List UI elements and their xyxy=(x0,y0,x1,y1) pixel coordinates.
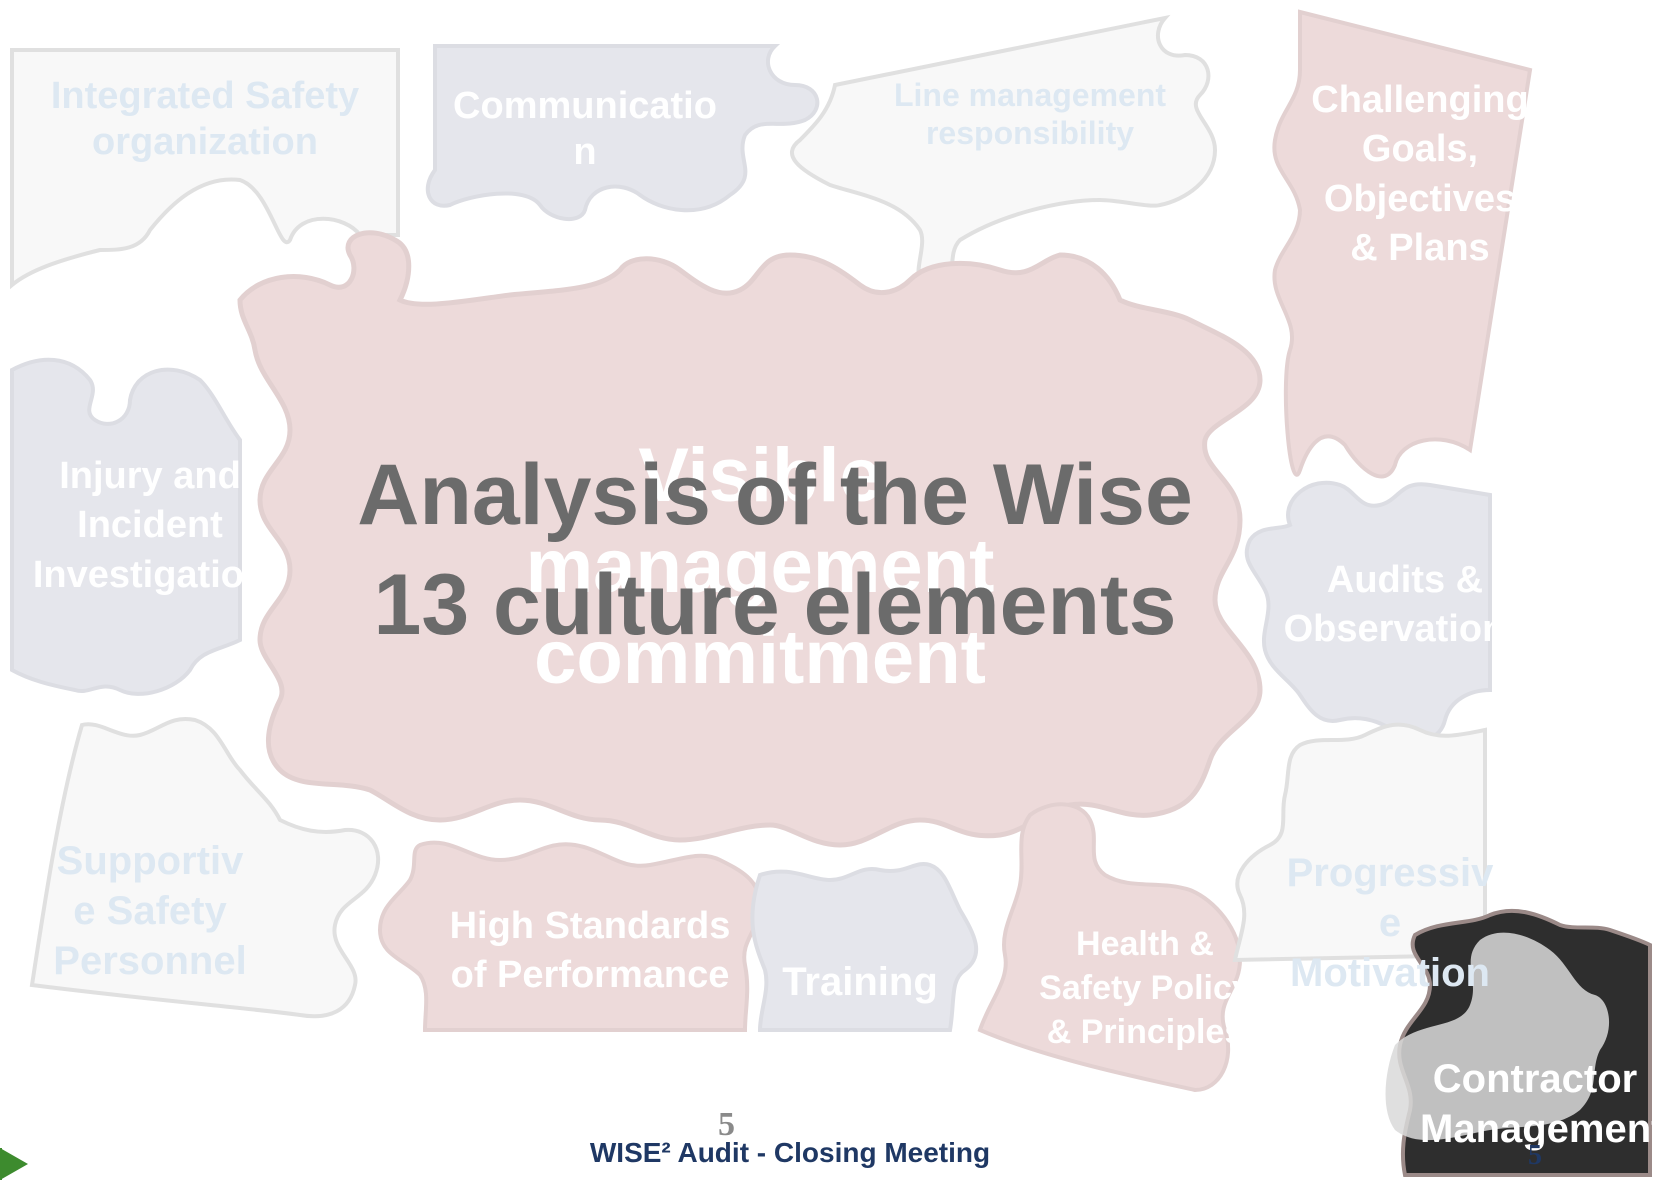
piece-label-training: Training xyxy=(782,960,938,1004)
puzzle-piece-audits xyxy=(1244,480,1492,742)
piece-label-integrated-safety: Integrated Safety organization xyxy=(50,75,360,163)
slide-title: Analysis of the Wise 13 culture elements xyxy=(250,440,1300,660)
page-number: 5 xyxy=(718,1106,735,1143)
piece-label-progressive: Progressiv e Motivation xyxy=(1286,851,1494,995)
piece-label-visible-management: Visible management commitment xyxy=(525,433,995,701)
piece-label-line-management: Line management responsibility xyxy=(893,77,1167,152)
piece-label-supportive: Supportiv e Safety Personnel xyxy=(53,839,247,983)
puzzle-piece-communication xyxy=(425,44,820,222)
piece-label-audits: Audits & Observations xyxy=(1283,559,1527,651)
piece-label-injury: Injury and Incident Investigation xyxy=(32,455,268,596)
footer-title: WISE² Audit - Closing Meeting xyxy=(589,1137,991,1168)
page-number-corner: 5 xyxy=(1528,1140,1542,1171)
puzzle-piece-contractor-overlay xyxy=(1385,932,1610,1141)
puzzle-piece-progressive xyxy=(1232,722,1487,963)
piece-label-health-safety: Health & Safety Policy & Principles xyxy=(1039,925,1251,1052)
slide-title-line-2: 13 culture elements xyxy=(373,557,1177,653)
piece-label-high-standards: High Standards of Performance xyxy=(449,905,731,997)
next-arrow-icon[interactable] xyxy=(0,1148,28,1180)
puzzle-piece-training xyxy=(750,861,979,1032)
puzzle-piece-integrated-safety xyxy=(10,48,400,290)
slide-title-line-1: Analysis of the Wise xyxy=(357,447,1193,543)
puzzle-piece-challenging-goals xyxy=(1272,9,1533,479)
puzzle-piece-visible-management xyxy=(237,230,1263,848)
puzzle-piece-health-safety xyxy=(977,802,1243,1093)
piece-label-contractor: Contractor Management xyxy=(1420,1057,1653,1151)
puzzle-piece-line-management xyxy=(790,14,1218,293)
puzzle-piece-supportive xyxy=(29,717,381,1019)
piece-label-challenging-goals: Challenging Goals, Objectives & Plans xyxy=(1311,79,1529,270)
piece-label-communication: Communicatio n xyxy=(453,85,717,173)
puzzle-piece-injury xyxy=(10,357,242,696)
